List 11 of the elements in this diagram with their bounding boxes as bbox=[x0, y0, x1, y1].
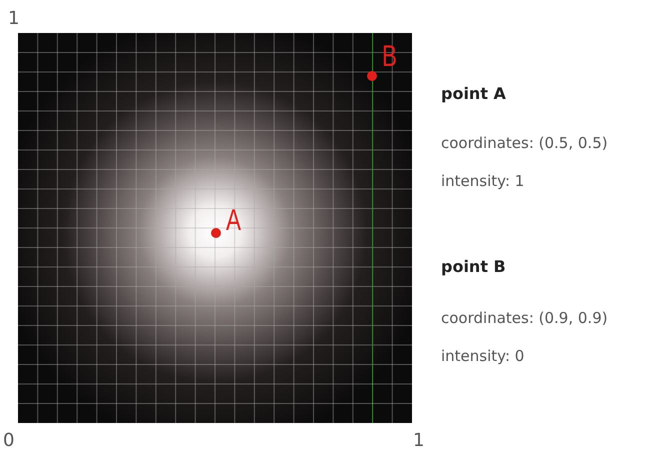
point-label: A bbox=[226, 206, 241, 236]
intensity-text: intensity: 0 bbox=[441, 349, 524, 364]
axis-tick-label: 0 bbox=[3, 432, 14, 450]
coordinates-text: coordinates: (0.9, 0.9) bbox=[441, 311, 608, 326]
coordinates-text: coordinates: (0.5, 0.5) bbox=[441, 136, 608, 151]
point-heading: point B bbox=[441, 259, 506, 275]
point-heading: point A bbox=[441, 86, 506, 102]
point-label: B bbox=[382, 42, 397, 72]
axis-tick-label: 1 bbox=[8, 10, 20, 28]
intensity-text: intensity: 1 bbox=[441, 174, 524, 189]
axis-tick-label: 1 bbox=[413, 432, 424, 450]
